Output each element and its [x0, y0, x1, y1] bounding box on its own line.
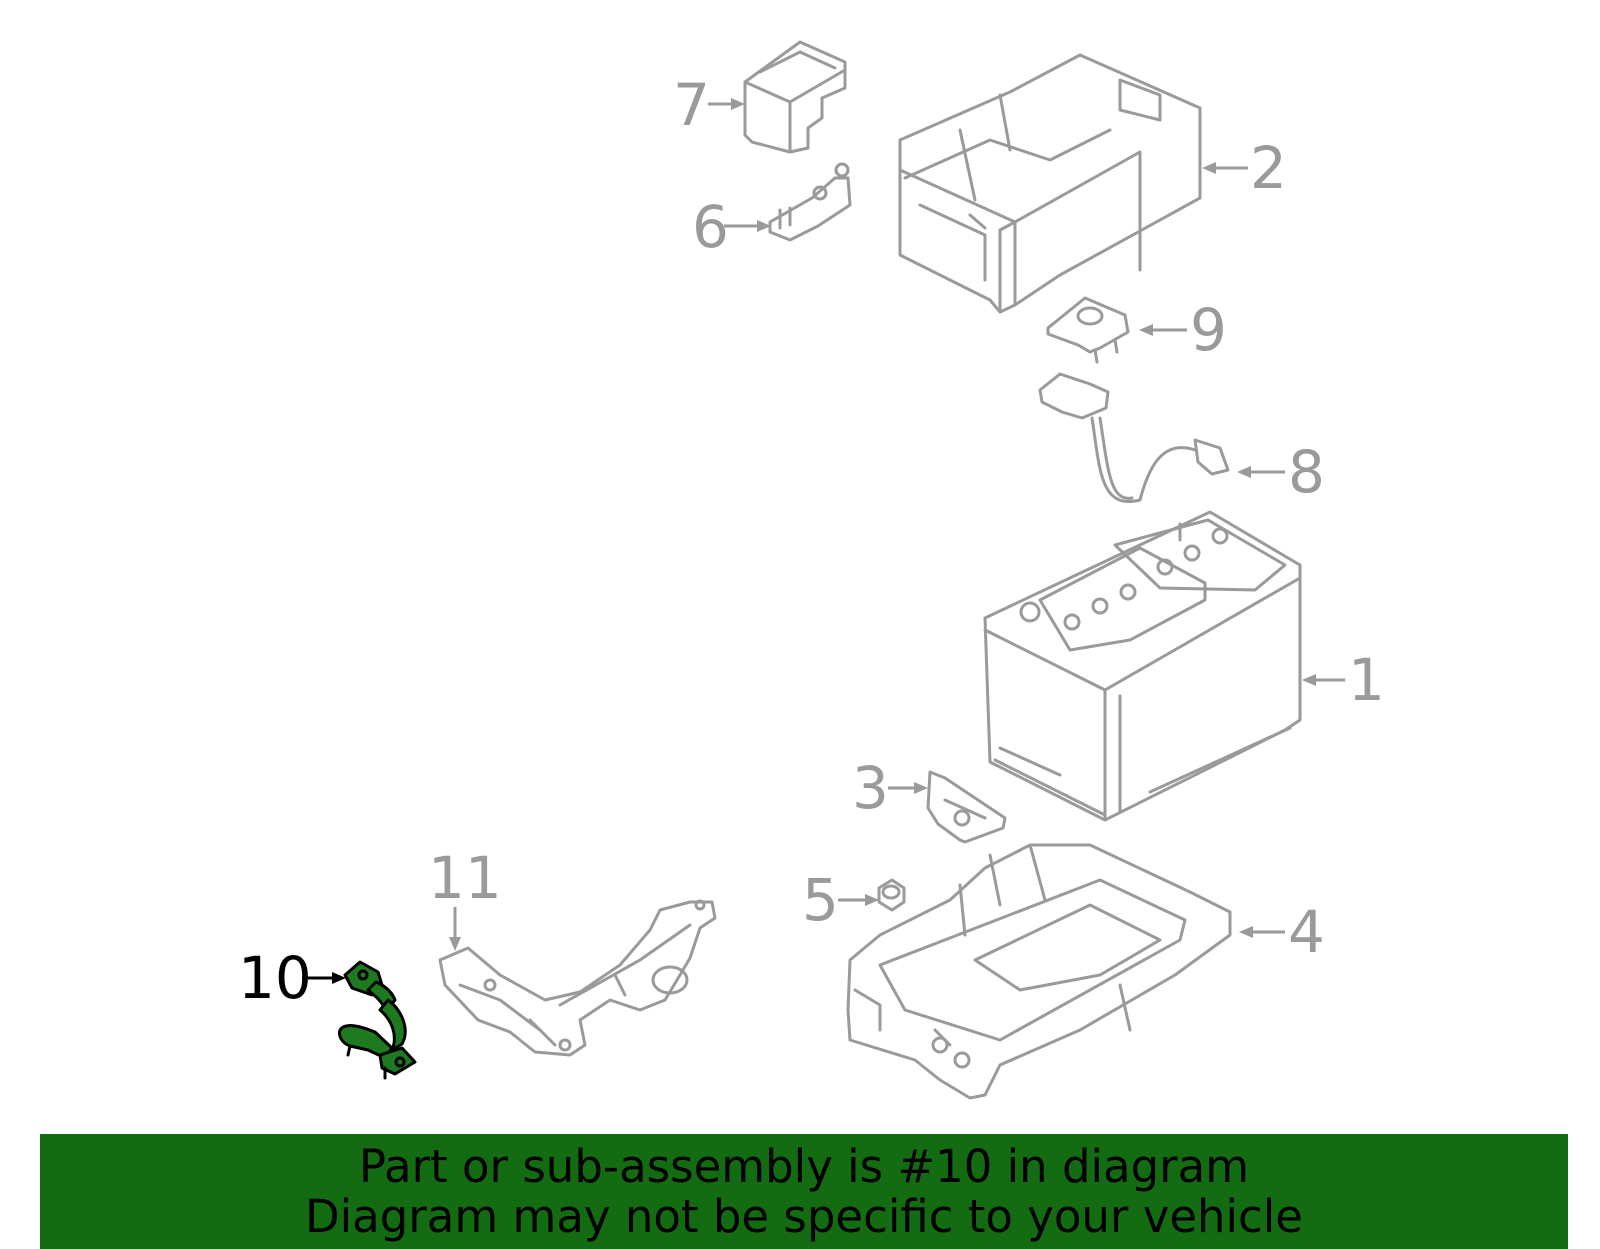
part-7-terminal-cover — [743, 40, 847, 154]
callout-11-label: 11 — [428, 844, 502, 912]
callout-3-label: 3 — [852, 754, 889, 822]
banner-line-2: Diagram may not be specific to your vehi… — [305, 1189, 1303, 1243]
part-9-clamp — [1046, 296, 1130, 364]
part-6-bracket — [768, 162, 852, 242]
callout-6-label: 6 — [692, 193, 729, 261]
callout-5-label: 5 — [802, 866, 839, 934]
callout-labels: 7 6 2 9 8 1 3 5 4 11 10 — [238, 71, 1385, 1012]
part-10-ground-cable — [338, 960, 417, 1080]
callout-4-label: 4 — [1288, 898, 1325, 966]
callout-1-label: 1 — [1348, 646, 1385, 714]
part-11-support-bracket — [438, 899, 717, 1057]
callout-arrows — [302, 98, 1345, 984]
callout-10-label: 10 — [238, 944, 312, 1012]
callout-7-label: 7 — [673, 71, 710, 139]
callout-2-label: 2 — [1250, 134, 1287, 202]
info-banner: Part or sub-assembly is #10 in diagram D… — [40, 1134, 1568, 1249]
part-3-holder — [926, 770, 1007, 844]
callout-8-label: 8 — [1288, 438, 1325, 506]
part-8-cable — [1038, 372, 1230, 503]
part-4-base-tray — [846, 843, 1232, 1100]
banner-line-1: Part or sub-assembly is #10 in diagram — [358, 1139, 1250, 1193]
part-2-battery-box — [898, 53, 1202, 314]
part-5-nut — [877, 878, 906, 912]
callout-9-label: 9 — [1190, 296, 1227, 364]
part-1-battery — [983, 510, 1302, 822]
